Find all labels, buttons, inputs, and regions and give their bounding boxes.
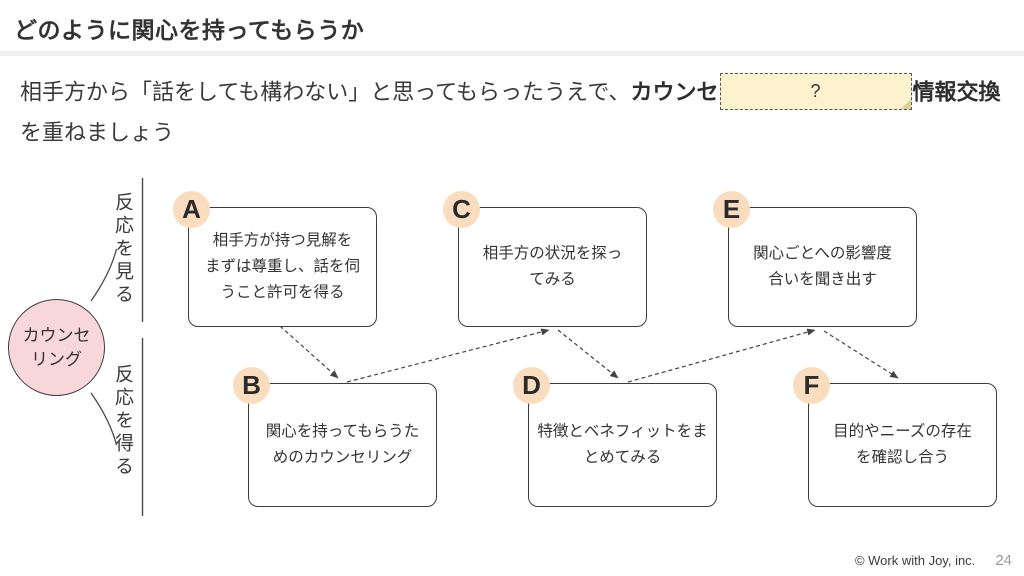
page-title: どのように関心を持ってもらうか xyxy=(14,17,365,43)
subtitle-line-1: 相手方から「話をしても構わない」と思ってもらったうえで、カウンセ? 情報交換 xyxy=(20,73,1020,114)
step-text-a: 相手方が持つ見解を まずは尊重し、話を伺 うこと許可を得る xyxy=(204,232,360,301)
curve-to-bottom-label xyxy=(90,392,118,446)
counseling-flow-diagram: カウンセ リング 反応を見る 反応を得る A 相手方が持つ見解を まずは尊重し、… xyxy=(0,170,1024,530)
question-mark: ? xyxy=(810,81,821,101)
copyright-text: © Work with Joy, inc. xyxy=(854,553,976,568)
page-number: 24 xyxy=(995,552,1012,569)
step-text-d: 特徴とベネフィットをま とめてみる xyxy=(537,423,708,466)
subtitle-line-2: を重ねましょう xyxy=(20,114,1020,152)
title-divider xyxy=(0,51,1024,56)
quiz-answer-box[interactable]: ? xyxy=(719,73,912,110)
subtitle-text-pre: 相手方から「話をしても構わない」と思ってもらったうえで、 xyxy=(20,79,631,105)
subtitle-text-post: を重ねましょう xyxy=(20,120,175,145)
folded-corner-icon xyxy=(900,99,911,109)
counseling-circle: カウンセ リング xyxy=(8,299,105,396)
step-badge-b: B xyxy=(233,367,270,404)
step-box-e: E 関心ごとへの影響度 合いを聞き出す xyxy=(713,191,917,327)
step-box-b: B 関心を持ってもらうた めのカウンセリング xyxy=(233,367,437,507)
step-box-f: F 目的やニーズの存在 を確認し合う xyxy=(793,367,997,507)
connector-lines xyxy=(90,178,899,516)
subtitle-bold-after: 情報交換 xyxy=(912,79,1001,105)
step-text-e: 関心ごとへの影響度 合いを聞き出す xyxy=(753,245,892,288)
step-box-d: D 特徴とベネフィットをま とめてみる xyxy=(513,367,717,507)
connector-c-d xyxy=(557,329,619,379)
step-box-a: A 相手方が持つ見解を まずは尊重し、話を伺 うこと許可を得る xyxy=(173,191,377,327)
step-text-b: 関心を持ってもらうた めのカウンセリング xyxy=(265,423,420,466)
step-box-c: C 相手方の状況を探っ てみる xyxy=(443,191,647,327)
connector-d-e xyxy=(627,328,816,383)
step-badge-f: F xyxy=(793,367,830,404)
step-badge-e: E xyxy=(713,191,750,228)
connector-a-b xyxy=(279,325,339,379)
axis-label-see-reaction: 反応を見る xyxy=(112,192,133,307)
footer: © Work with Joy, inc. 24 xyxy=(855,552,1012,569)
subtitle-bold-before: カウンセ xyxy=(630,79,719,105)
step-text-f: 目的やニーズの存在 を確認し合う xyxy=(833,423,972,466)
axis-label-get-reaction: 反応を得る xyxy=(112,364,133,479)
subtitle: 相手方から「話をしても構わない」と思ってもらったうえで、カウンセ? 情報交換 を重… xyxy=(20,73,1020,152)
step-text-c: 相手方の状況を探っ てみる xyxy=(482,245,623,288)
connector-e-f xyxy=(823,330,899,379)
step-badge-c: C xyxy=(443,191,480,228)
step-badge-a: A xyxy=(173,191,210,228)
step-badge-d: D xyxy=(513,367,550,404)
curve-to-top-label xyxy=(90,248,118,302)
